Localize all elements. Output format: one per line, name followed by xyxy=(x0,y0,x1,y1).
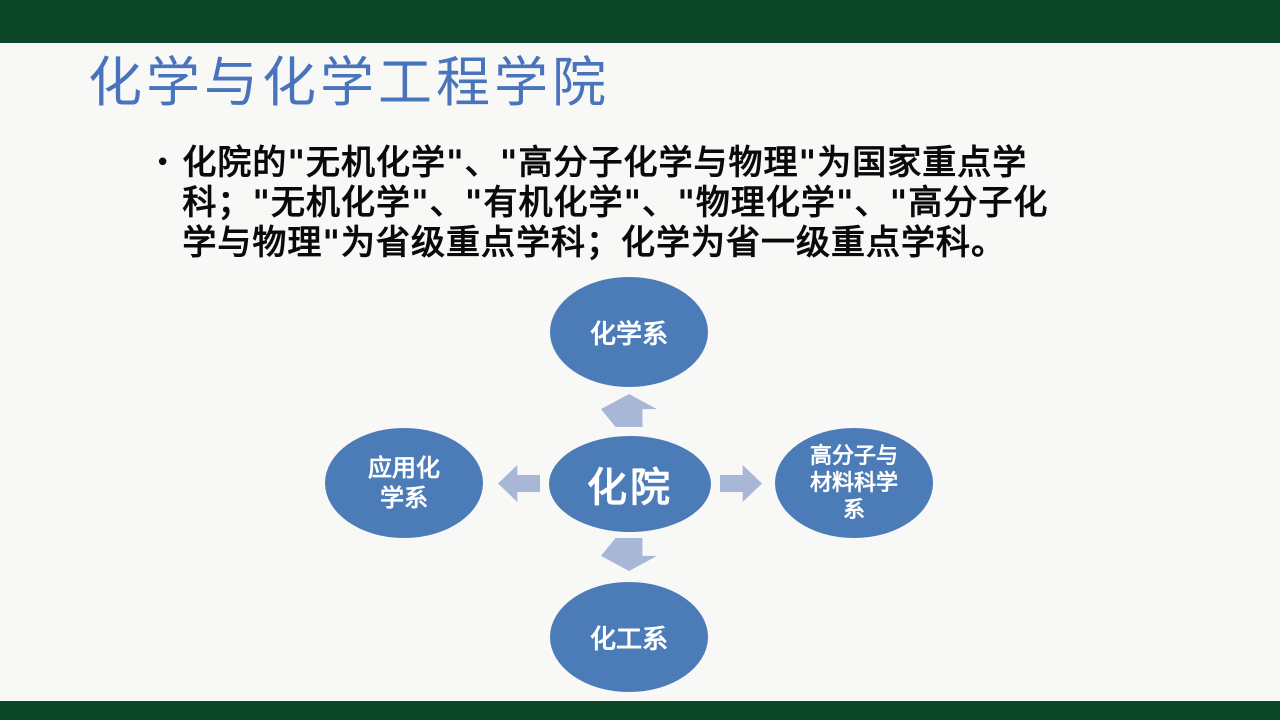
body-text: 化院的"无机化学"、"高分子化学与物理"为国家重点学 科；"无机化学"、"有机化… xyxy=(182,143,1049,263)
arrow-up-icon xyxy=(601,394,657,427)
bullet-icon: • xyxy=(155,148,171,178)
diagram-node-chemical-engineering-dept: 化工系 xyxy=(550,582,708,692)
slide-title: 化学与化学工程学院 xyxy=(88,51,610,114)
diagram-node-chemistry-dept: 化学系 xyxy=(550,277,708,387)
body-paragraph: • 化院的"无机化学"、"高分子化学与物理"为国家重点学 科；"无机化学"、"有… xyxy=(155,143,1125,263)
diagram-node-center-college: 化院 xyxy=(549,436,711,532)
diagram-node-polymer-materials-dept: 高分子与 材料科学 系 xyxy=(775,428,933,538)
top-green-bar xyxy=(0,0,1280,43)
arrow-left-icon xyxy=(498,465,540,502)
arrow-down-icon xyxy=(601,538,657,571)
bottom-green-bar xyxy=(0,701,1280,720)
arrow-right-icon xyxy=(720,465,762,502)
diagram-node-applied-chemistry-dept: 应用化 学系 xyxy=(325,428,483,538)
